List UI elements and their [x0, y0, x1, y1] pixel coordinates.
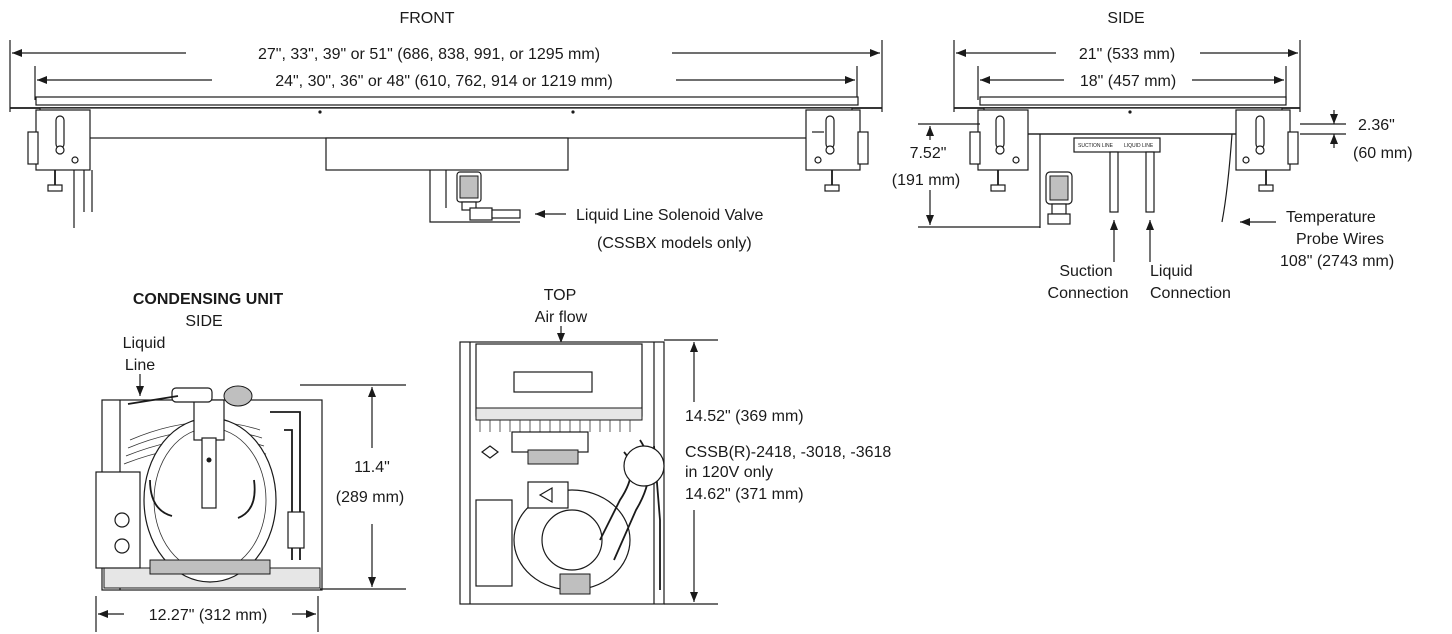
- liquid-line-label-1: Liquid: [123, 335, 166, 352]
- side-view: SIDE 21" (533 mm) 18" (457 mm): [892, 10, 1413, 302]
- top-note-2: in 120V only: [685, 464, 773, 481]
- top-note-3: 14.62" (371 mm): [685, 486, 804, 503]
- top-note-1: CSSB(R)-2418, -3018, -3618: [685, 444, 891, 461]
- side-title: SIDE: [1107, 10, 1144, 27]
- front-top-rail: [35, 96, 859, 106]
- front-view: FRONT 27", 33", 39" or 51" (686, 838, 99…: [9, 10, 883, 252]
- probe-label-2: Probe Wires: [1296, 231, 1384, 248]
- top-electrical-box: [475, 499, 513, 587]
- solenoid-label-2: (CSSBX models only): [597, 235, 752, 252]
- front-coil-box: [325, 137, 569, 171]
- top-title: TOP: [544, 287, 577, 304]
- liquid-line-label-2: Line: [125, 357, 155, 374]
- solenoid-valve: [456, 171, 521, 221]
- side-dim-height-2: (191 mm): [892, 172, 960, 189]
- condensing-width: 12.27" (312 mm): [149, 607, 268, 624]
- condensing-height-1: 11.4": [354, 459, 390, 476]
- condensing-title: CONDENSING UNIT: [133, 291, 283, 308]
- side-dim-flange-2: (60 mm): [1353, 145, 1413, 162]
- top-airflow: Air flow: [535, 309, 588, 326]
- solenoid-label-1: Liquid Line Solenoid Valve: [576, 207, 764, 224]
- suction-label-2: Connection: [1048, 285, 1129, 302]
- side-dim-flange-1: 2.36": [1358, 117, 1395, 134]
- condensing-subtitle: SIDE: [185, 313, 222, 330]
- side-dim-inner: 18" (457 mm): [1080, 73, 1176, 90]
- front-left-bracket: [27, 109, 93, 228]
- front-title: FRONT: [399, 10, 454, 27]
- front-dim-overall: 27", 33", 39" or 51" (686, 838, 991, or …: [258, 46, 600, 63]
- condensing-unit-side: CONDENSING UNIT SIDE Liquid Line: [95, 291, 406, 632]
- probe-label-1: Temperature: [1286, 209, 1376, 226]
- front-right-bracket: [805, 109, 869, 192]
- front-housing: [39, 107, 853, 139]
- side-plate-text-2: LIQUID LINE: [1124, 143, 1154, 149]
- suction-label-1: Suction: [1059, 263, 1112, 280]
- side-plate-text-1: SUCTION LINE: [1078, 143, 1114, 149]
- top-dim-1: 14.52" (369 mm): [685, 408, 804, 425]
- liquid-conn-label-1: Liquid: [1150, 263, 1193, 280]
- side-dim-overall: 21" (533 mm): [1079, 46, 1175, 63]
- side-dim-height-1: 7.52": [910, 145, 947, 162]
- front-liquid-line: [429, 170, 520, 223]
- liquid-conn-label-2: Connection: [1150, 285, 1231, 302]
- compressor-bracket: [193, 399, 225, 441]
- probe-label-3: 108" (2743 mm): [1280, 253, 1394, 270]
- condensing-unit-top: TOP Air flow: [459, 287, 891, 605]
- condensing-height-2: (289 mm): [336, 489, 404, 506]
- front-dim-inner: 24", 30", 36" or 48" (610, 762, 914 or 1…: [275, 73, 613, 90]
